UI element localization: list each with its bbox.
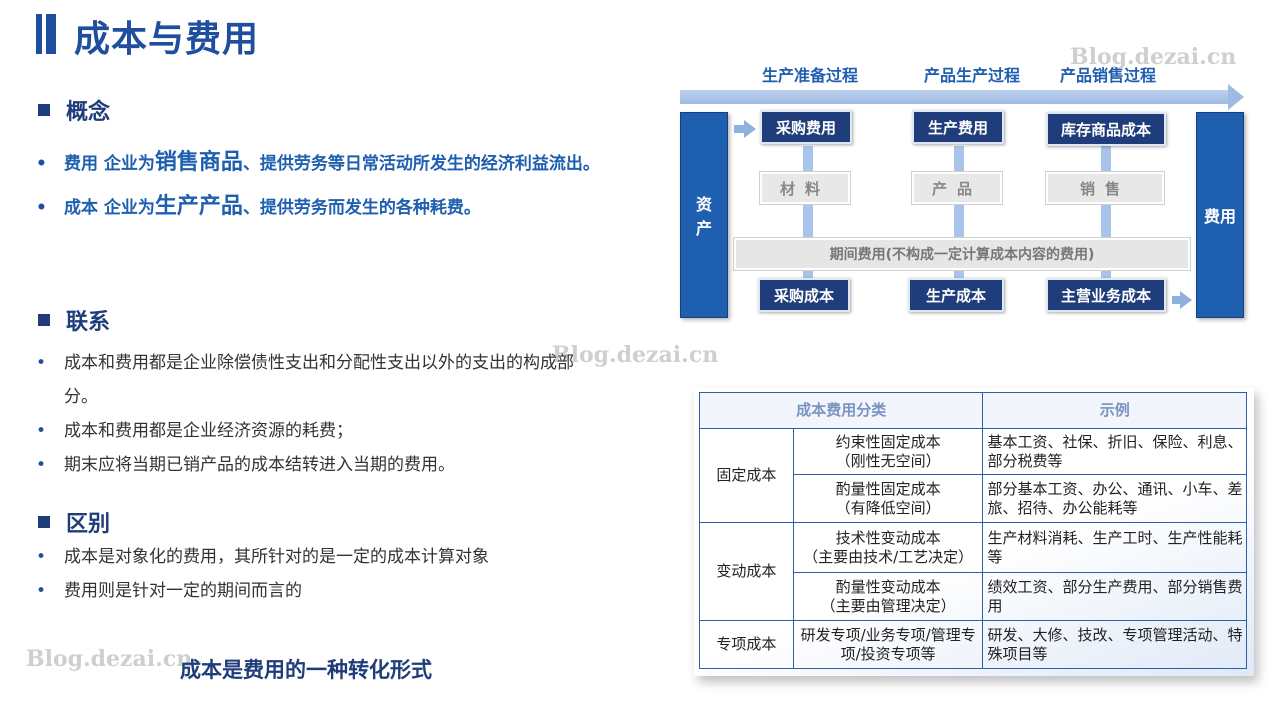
subcategory-cell: 研发专项/业务专项/管理专项/投资专项等 [792,620,984,669]
table-header-row: 成本费用分类 示例 [698,392,1247,429]
purchase-expense-box: 采购费用 [760,110,852,144]
bullet-dot-icon: • [36,581,47,601]
entry-arrow-bar [734,125,746,133]
square-bullet-icon [38,516,50,528]
category-cell: 专项成本 [699,620,794,669]
example-cell: 部分基本工资、办公、通讯、小车、差旅、招待、办公能耗等 [982,474,1247,523]
connector-line [954,146,964,278]
table-row: 变动成本 技术性变动成本 （主要由技术/工艺决定） 生产材料消耗、生产工时、生产… [699,522,1247,621]
conclusion-text: 成本是费用的一种转化形式 [180,658,432,682]
relation-heading: 联系 [38,304,110,336]
subcategory-cell: 约束性固定成本 （刚性无空间） [792,428,984,475]
bullet-dot-icon: • [36,455,47,475]
process-arrow-head-icon [1228,84,1244,110]
production-cost-box: 生产成本 [908,278,1004,312]
connector-line [803,146,813,278]
subcategory-cell: 酌量性变动成本 （主要由管理决定） [792,572,984,621]
exit-arrow-bar [1172,296,1182,304]
square-bullet-icon [38,104,50,116]
bullet-dot-icon: • [36,421,47,441]
square-bullet-icon [38,314,50,326]
example-cell: 生产材料消耗、生产工时、生产性能耗等 [982,522,1247,573]
bullet-dot-icon: • [36,154,47,174]
process-arrow-bar [680,90,1228,104]
subcategory-cell: 技术性变动成本 （主要由技术/工艺决定） [792,522,984,573]
cost-classification-table: 成本费用分类 示例 固定成本 约束性固定成本 （刚性无空间） 基本工资、社保、折… [698,392,1247,669]
subcategory-cell: 酌量性固定成本 （有降低空间） [792,474,984,523]
concept-heading: 概念 [38,94,110,126]
cost-table-panel: 成本费用分类 示例 固定成本 约束性固定成本 （刚性无空间） 基本工资、社保、折… [694,388,1254,676]
header-category: 成本费用分类 [698,392,984,429]
example-cell: 研发、大修、技改、专项管理活动、特殊项目等 [982,620,1247,669]
concept-item-cost: •成本 企业为生产产品、提供劳务而发生的各种耗费。 [36,194,481,219]
header-example: 示例 [982,392,1247,429]
stage-label-sales: 产品销售过程 [1060,66,1157,85]
relation-heading-text: 联系 [66,310,111,335]
purchase-cost-box: 采购成本 [758,278,850,312]
relation-item-2: •成本和费用都是企业经济资源的耗费； [36,421,353,441]
difference-heading: 区别 [38,506,110,538]
stage-label-preparation: 生产准备过程 [762,66,859,85]
expense-box: 费用 [1196,112,1244,318]
category-cell: 变动成本 [699,522,794,621]
relation-item-1: •成本和费用都是企业除偿债性支出和分配性支出以外的支出的构成部 [36,353,574,373]
inventory-cost-box: 库存商品成本 [1046,112,1166,146]
entry-arrow-icon [744,120,756,138]
table-row: 酌量性固定成本 （有降低空间） 部分基本工资、办公、通讯、小车、差旅、招待、办公… [700,474,1247,523]
stage-label-production: 产品生产过程 [924,66,1021,85]
difference-item-2: •费用则是针对一定的期间而言的 [36,581,302,601]
category-cell: 固定成本 [699,428,794,523]
bullet-dot-icon: • [36,353,47,373]
difference-item-1: •成本是对象化的费用，其所针对的是一定的成本计算对象 [36,547,489,567]
watermark-middle: Blog.dezai.cn [552,342,719,368]
table-row: 固定成本 约束性固定成本 （刚性无空间） 基本工资、社保、折旧、保险、利息、部分… [699,428,1247,523]
production-expense-box: 生产费用 [912,110,1004,144]
concept-heading-text: 概念 [66,100,111,125]
example-cell: 绩效工资、部分生产费用、部分销售费用 [982,572,1247,621]
relation-item-1-continued: 分。 [64,387,98,407]
title-accent-bar-2 [46,14,56,54]
table-row: 酌量性变动成本 （主要由管理决定） 绩效工资、部分生产费用、部分销售费用 [700,572,1247,621]
title-accent-bar [36,14,42,54]
example-cell: 基本工资、社保、折旧、保险、利息、部分税费等 [982,428,1247,475]
main-business-cost-box: 主营业务成本 [1046,278,1166,312]
bullet-dot-icon: • [36,547,47,567]
connector-line [1101,146,1111,278]
product-box: 产品 [912,172,1002,204]
concept-item-expense: •费用 企业为销售商品、提供劳务等日常活动所发生的经济利益流出。 [36,150,600,175]
difference-heading-text: 区别 [66,512,111,537]
sales-box: 销售 [1046,172,1164,204]
asset-box: 资 产 [680,112,728,318]
bullet-dot-icon: • [36,198,47,218]
material-box: 材料 [760,172,850,204]
period-expense-bar: 期间费用(不构成一定计算成本内容的费用) [734,238,1190,270]
watermark-bottom-left: Blog.dezai.cn [26,646,193,672]
page-title: 成本与费用 [74,19,260,60]
exit-arrow-icon [1180,291,1192,309]
relation-item-3: •期末应将当期已销产品的成本结转进入当期的费用。 [36,455,455,475]
watermark-top-right: Blog.dezai.cn [1070,44,1237,70]
table-row: 专项成本 研发专项/业务专项/管理专项/投资专项等 研发、大修、技改、专项管理活… [699,620,1247,669]
